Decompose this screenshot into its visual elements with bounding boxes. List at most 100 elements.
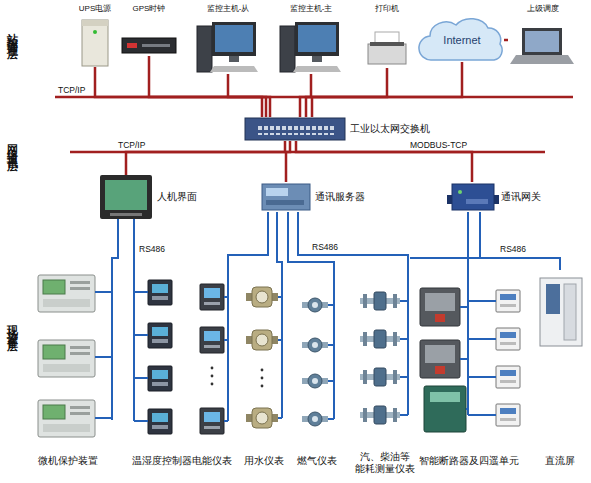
ups-node: UPS电源	[74, 4, 116, 67]
device-label: 通讯服务器	[315, 191, 365, 202]
device-label: GPS时钟	[133, 4, 166, 14]
device-group: 直流屏	[534, 270, 586, 470]
laptop-screen	[525, 31, 559, 52]
pc-screen	[298, 25, 336, 52]
protection-device	[38, 400, 95, 437]
rs-wire	[328, 288, 334, 419]
device-group: 微机保护装置	[30, 270, 106, 470]
pc-monitor	[295, 22, 339, 56]
bus-connector	[312, 62, 462, 117]
device-label: 工业以太网交换机	[350, 123, 430, 134]
device-label: 打印机	[375, 4, 399, 14]
temperature-controller	[148, 409, 172, 434]
pc-keyboard	[293, 66, 341, 72]
dispatch-node: 上级调度	[508, 4, 578, 66]
device-label: 电能仪表	[192, 455, 232, 466]
gps-node: GPS时钟	[120, 4, 178, 56]
gas-meter	[302, 338, 328, 352]
device-label: 燃气仪表	[297, 455, 337, 466]
bus-label: RS486	[312, 242, 338, 252]
rs-wire	[134, 292, 148, 421]
ellipsis-dot	[261, 385, 264, 388]
ellipsis-dot	[211, 367, 214, 370]
protocol-label: MODBUS-TCP	[410, 140, 467, 150]
rs-wire	[224, 280, 228, 421]
printer-node: 打印机	[364, 4, 410, 68]
pc-keyboard	[210, 66, 258, 72]
device-group: 用水仪表	[240, 278, 288, 470]
breaker	[420, 288, 460, 326]
device-group: 燃气仪表	[296, 288, 338, 470]
gateway-ear	[494, 195, 499, 204]
remote-unit	[496, 290, 520, 312]
internet-cloud	[419, 19, 502, 60]
bus-connector	[480, 212, 560, 270]
module-screen	[430, 392, 460, 402]
switch-ports	[258, 123, 336, 135]
gateway-ear	[447, 195, 452, 204]
server-node: 通讯服务器	[262, 182, 310, 212]
flow-meter	[360, 406, 400, 424]
bus-connector	[286, 141, 290, 182]
switch-symbol	[245, 118, 345, 140]
layer-label: 现场设备层	[6, 316, 19, 336]
device-label: 用水仪表	[244, 455, 284, 466]
flow-meter	[360, 292, 400, 310]
device-label: 汽、柴油等 能耗测量仪表	[352, 451, 418, 474]
device-group: 汽、柴油等 能耗测量仪表	[350, 280, 420, 478]
device-label: 微机保护装置	[38, 455, 98, 466]
remote-unit	[496, 366, 520, 388]
layer-label: 站控管理层	[6, 24, 19, 44]
bus-connector	[95, 67, 262, 117]
bus-connector	[277, 212, 282, 278]
rs-wire	[400, 280, 408, 415]
gas-meter	[302, 374, 328, 388]
gateway-node: 通讯网关	[450, 182, 496, 212]
gateway-symbol	[452, 184, 494, 210]
temperature-controller	[148, 323, 172, 348]
breaker	[420, 340, 460, 378]
water-meter	[246, 408, 278, 428]
rs-wire	[95, 292, 112, 420]
hmi-node: 人机界面	[100, 175, 152, 219]
gps-symbol	[122, 38, 176, 53]
server-ports	[266, 200, 304, 205]
gps-panel	[142, 44, 170, 47]
gateway-light	[458, 190, 462, 194]
ups-light	[93, 30, 97, 34]
device-group: 电能仪表	[192, 280, 232, 470]
bus-label: RS486	[139, 244, 165, 254]
protection-device	[38, 275, 95, 312]
bus-label: RS486	[500, 244, 526, 254]
device-label: 温湿度控制器	[132, 455, 192, 466]
ups-symbol	[82, 20, 108, 66]
device-label: 监控主机-从	[207, 4, 250, 14]
device-label: UPS电源	[79, 4, 111, 14]
protocol-label: TCP/IP	[58, 85, 85, 95]
control-module	[424, 386, 466, 432]
pc-stand	[229, 56, 239, 62]
printer-slot	[370, 42, 404, 46]
device-label: 直流屏	[545, 455, 575, 466]
ellipsis-dot	[211, 383, 214, 386]
bus-connector	[106, 219, 118, 292]
bus-connector	[228, 74, 270, 117]
pc-tower	[197, 26, 212, 72]
bus-connector	[134, 219, 142, 292]
bus-connector	[296, 141, 472, 182]
ellipsis-dot	[261, 377, 264, 380]
cabinet-door	[564, 284, 576, 340]
flow-meter	[360, 330, 400, 348]
device-label: 通讯网关	[501, 191, 541, 202]
rs-wire	[278, 278, 282, 418]
bus-connector	[306, 68, 387, 117]
bus-connector	[149, 56, 266, 117]
rs-wire	[460, 278, 496, 415]
energy-meter	[200, 408, 224, 434]
hmi-screen	[105, 180, 147, 210]
protocol-label: TCP/IP	[118, 140, 145, 150]
device-label: 上级调度	[527, 4, 559, 14]
bus-connector	[298, 212, 408, 280]
